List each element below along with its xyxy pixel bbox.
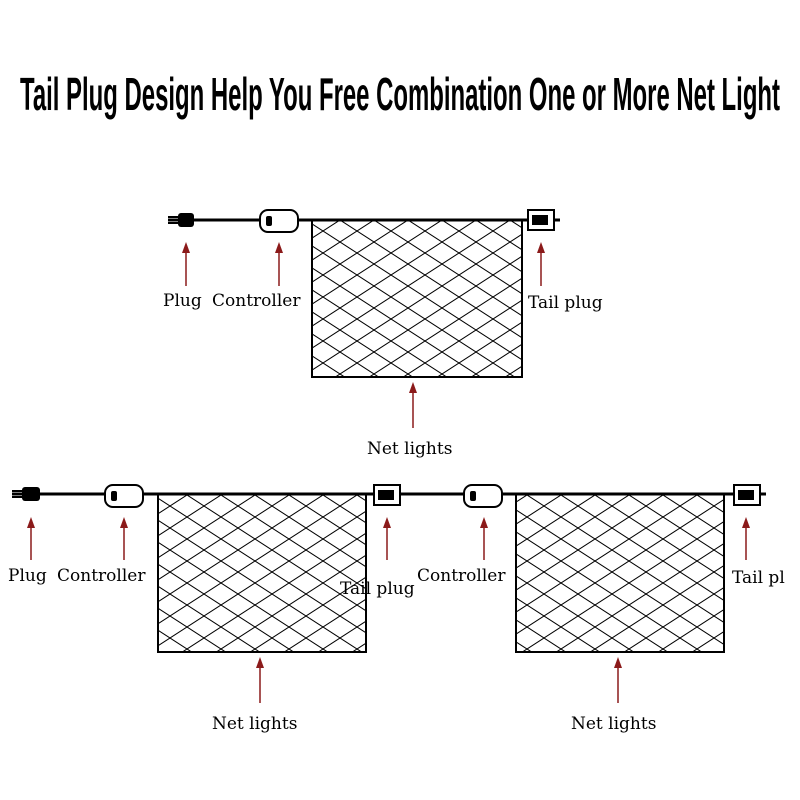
- controller-label: Controller: [212, 291, 301, 311]
- arrow-tail-plug: [742, 517, 750, 560]
- arrow-net-lights: [614, 657, 622, 703]
- net-panel: [311, 219, 523, 378]
- arrow-tail-plug: [383, 517, 391, 560]
- plug-label: Plug: [163, 291, 202, 311]
- plug-label: Plug: [8, 566, 47, 586]
- controller-icon: [463, 484, 503, 508]
- arrow-plug: [27, 517, 35, 560]
- arrow-controller: [480, 517, 488, 560]
- net-panel: [157, 493, 367, 653]
- tail-plug-icon: [527, 209, 560, 231]
- net-panel: [515, 493, 725, 653]
- diagram-title: Tail Plug Design Help You Free Combinati…: [20, 68, 780, 120]
- controller-label: Controller: [417, 566, 506, 586]
- arrow-plug: [182, 242, 190, 286]
- right-net-assembly: Controller Tail pl Net lights: [405, 484, 785, 734]
- net-lights-label: Net lights: [571, 714, 656, 734]
- tail-plug-label: Tail plug: [340, 579, 415, 599]
- tail-plug-icon: [733, 484, 766, 506]
- plug-icon: [168, 213, 194, 227]
- tail-plug-label: Tail plug: [528, 293, 603, 313]
- arrow-controller: [120, 517, 128, 560]
- tail-plug-label: Tail pl: [732, 568, 785, 588]
- net-lights-label: Net lights: [212, 714, 297, 734]
- left-net-assembly: Plug Controller Tail plug Net lights: [8, 484, 415, 734]
- arrow-net-lights: [256, 657, 264, 703]
- controller-label: Controller: [57, 566, 146, 586]
- controller-icon: [104, 484, 144, 508]
- controller-icon: [259, 209, 299, 233]
- plug-icon: [12, 487, 40, 501]
- arrow-net-lights: [409, 382, 417, 428]
- tail-plug-icon: [373, 484, 406, 506]
- arrow-controller: [275, 242, 283, 286]
- net-lights-label: Net lights: [367, 439, 452, 459]
- arrow-tail-plug: [537, 242, 545, 286]
- single-net-assembly: Plug Controller Tail plug Net lights: [163, 209, 603, 459]
